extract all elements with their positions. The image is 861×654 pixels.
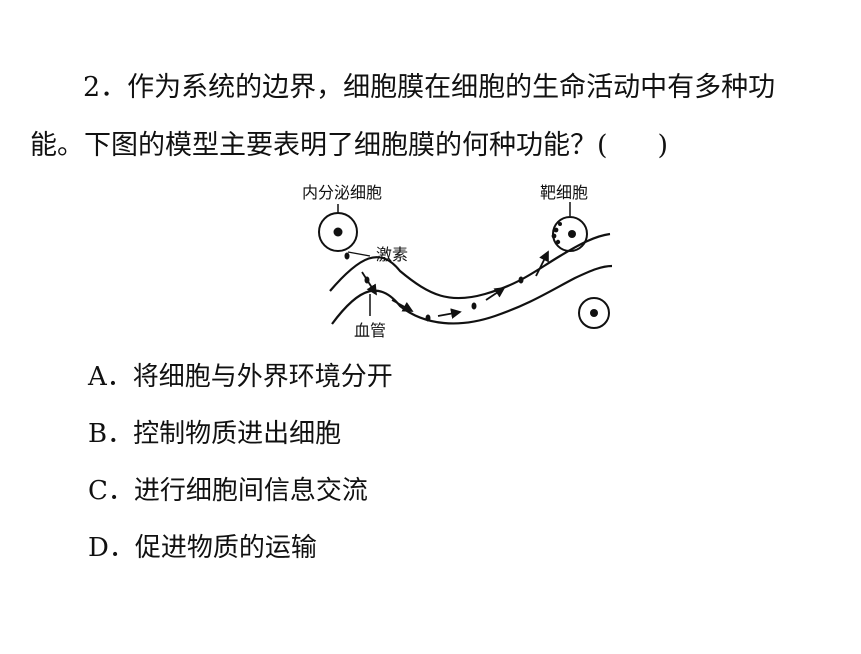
- option-d[interactable]: D．促进物质的运输: [88, 531, 317, 565]
- endocrine-cell: [318, 212, 358, 252]
- hormone-arrow: [535, 250, 549, 277]
- other-cell: [578, 297, 610, 329]
- option-c[interactable]: C．进行细胞间信息交流: [88, 474, 368, 508]
- label-endocrine-cell: 内分泌细胞: [302, 183, 382, 202]
- target-cell: [551, 216, 588, 252]
- hormone-molecule: [344, 252, 350, 260]
- hormone-signaling-diagram: 内分泌细胞 靶细胞 激素 血管: [302, 183, 613, 340]
- question-line-2: 能。下图的模型主要表明了细胞膜的何种功能？(): [30, 128, 668, 164]
- hormone-molecule: [518, 276, 524, 284]
- hormone-arrow: [391, 299, 414, 312]
- label-hormone: 激素: [376, 245, 408, 264]
- question-line-2-text: 能。下图的模型主要表明了细胞膜的何种功能？(: [30, 130, 608, 161]
- option-a[interactable]: A．将细胞与外界环境分开: [88, 360, 393, 394]
- hormone-molecule: [425, 314, 431, 322]
- vessel-lower-wall: [331, 264, 613, 325]
- option-b-letter: B．: [88, 419, 134, 449]
- hormone-molecule: [471, 302, 477, 310]
- option-a-text: 将细胞与外界环境分开: [132, 362, 393, 392]
- option-b[interactable]: B．控制物质进出细胞: [88, 417, 341, 451]
- hormone-arrow: [437, 308, 462, 319]
- option-d-text: 促进物质的运输: [134, 533, 317, 563]
- label-blood-vessel: 血管: [354, 321, 386, 340]
- hormone-label-pointer: [347, 251, 371, 257]
- option-d-letter: D．: [88, 533, 135, 563]
- hormone-arrow: [361, 271, 377, 296]
- hormone-molecule: [364, 276, 370, 284]
- question-line-1: 2．作为系统的边界，细胞膜在细胞的生命活动中有多种功: [83, 72, 776, 103]
- question-close-paren: ): [657, 130, 669, 161]
- label-target-cell: 靶细胞: [540, 183, 588, 202]
- option-b-text: 控制物质进出细胞: [133, 419, 342, 449]
- option-a-letter: A．: [88, 362, 133, 392]
- hormone-arrow: [485, 287, 506, 301]
- option-c-text: 进行细胞间信息交流: [133, 476, 368, 506]
- option-c-letter: C．: [88, 476, 134, 506]
